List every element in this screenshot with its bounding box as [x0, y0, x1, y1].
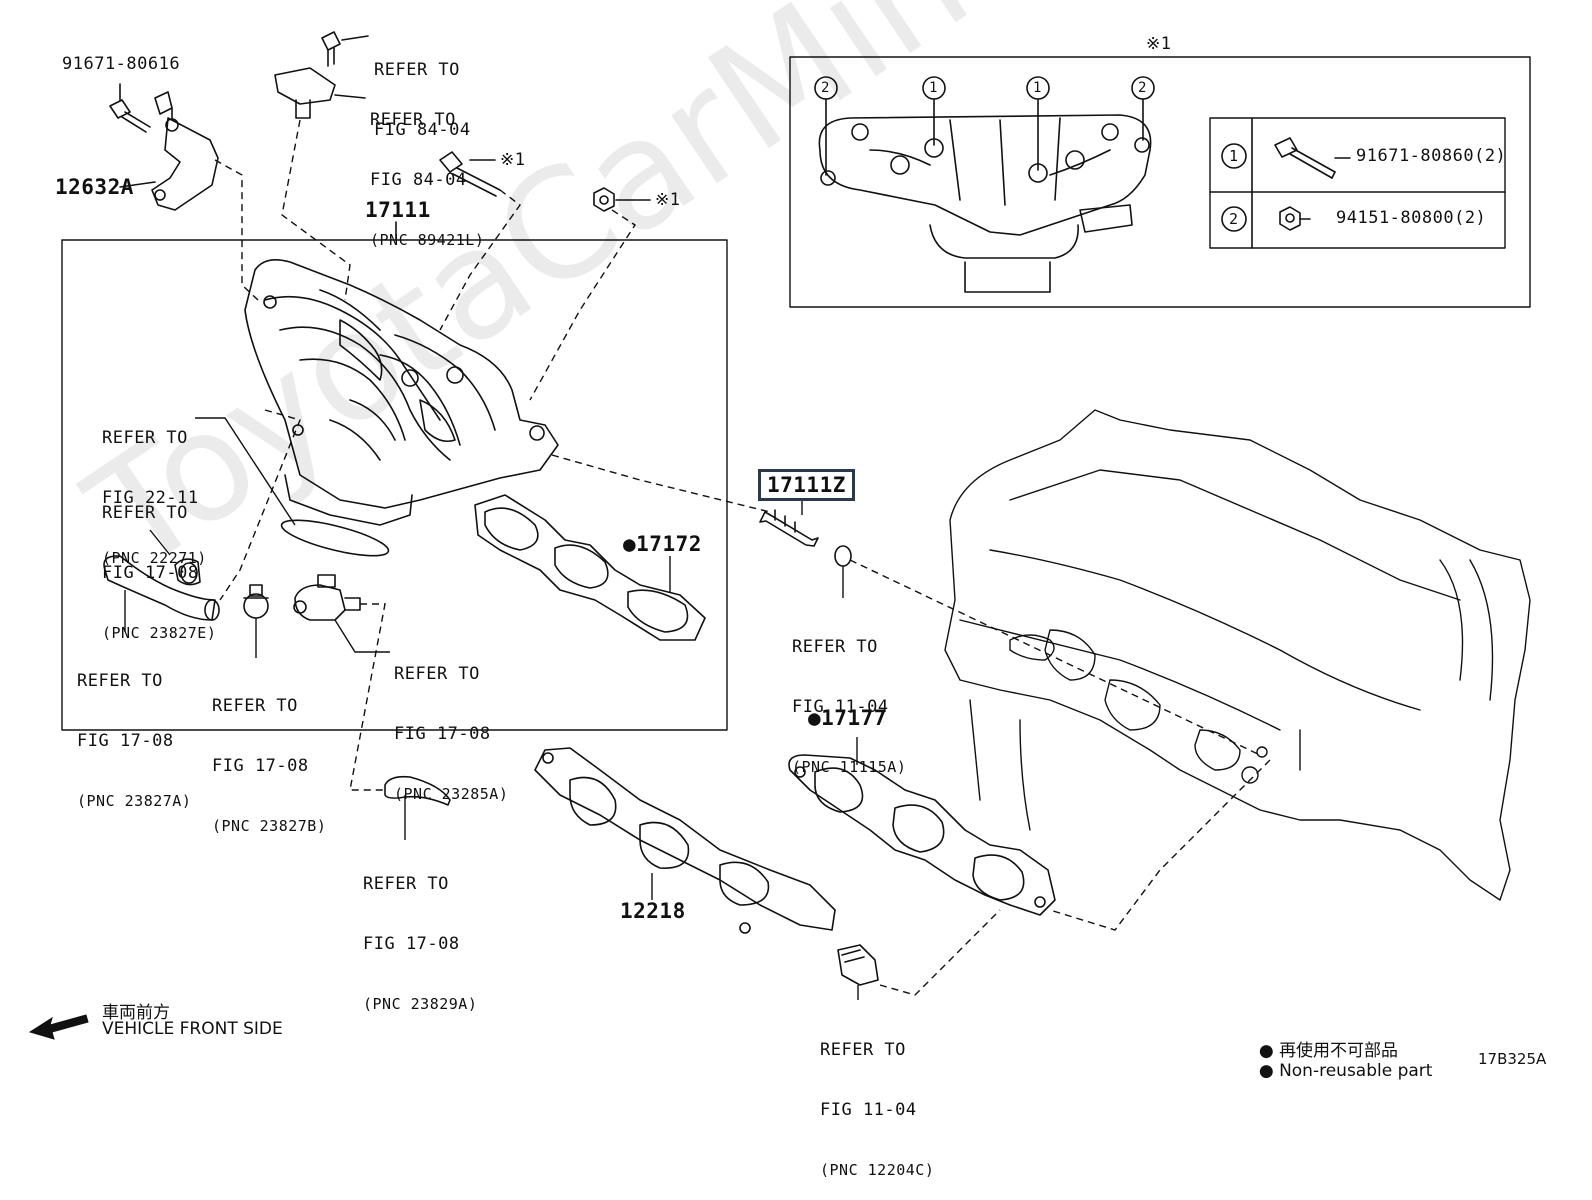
nut-ref1-drawing	[593, 187, 651, 212]
refer-to-fig-17-08-valve[interactable]: REFER TO FIG 17-08 (PNC 23285A)	[394, 664, 509, 803]
engine-block-drawing	[944, 409, 1531, 901]
diagram-code: 17B325A	[1478, 1050, 1547, 1068]
inset-callout-circles	[814, 76, 1247, 232]
inset-callout-4: 2	[1138, 80, 1147, 96]
intake-manifold-17111-drawing	[244, 259, 559, 526]
inset-callout-1: 2	[821, 80, 830, 96]
bolt-ref1-drawing	[439, 151, 501, 197]
inset-manifold-drawing	[818, 114, 1152, 293]
screw-drawing	[321, 31, 369, 67]
legend-bullet-icon: ●	[1258, 1041, 1274, 1061]
parts-diagram	[28, 31, 1531, 1040]
stud-17111Z-drawing	[759, 509, 819, 547]
part-12632A[interactable]: 12632A	[55, 175, 134, 199]
refer-to-fig-11-04-stud[interactable]: REFER TO FIG 11-04 (PNC 12204C)	[820, 1040, 935, 1179]
part-17172[interactable]: ●17172	[623, 532, 702, 556]
part-17177-label: 17177	[821, 706, 887, 730]
refer-to-fig-17-08-e[interactable]: REFER TO FIG 17-08 (PNC 23827E)	[102, 503, 217, 642]
part-17111[interactable]: 17111	[365, 198, 431, 222]
hose-23829A-drawing	[384, 775, 451, 806]
refer-to-fig-84-04-a[interactable]: REFER TO FIG 84-04	[374, 60, 471, 140]
inset-nut-icon	[1279, 206, 1311, 231]
nonreusable-bullet-icon: ●	[623, 532, 637, 556]
stud-12204C-drawing	[837, 944, 879, 986]
ref-mark-1a: ※1	[500, 150, 526, 170]
insulator-12218-drawing	[534, 747, 836, 934]
bolt-91671-80616-drawing	[109, 83, 151, 133]
inset-table-num-2: 2	[1229, 210, 1239, 228]
direction-label-en: VEHICLE FRONT SIDE	[102, 1019, 283, 1039]
legend-nonreusable-en: ● Non-reusable part	[1258, 1061, 1433, 1081]
part-91671-80616[interactable]: 91671-80616	[62, 54, 181, 74]
nonreusable-bullet-icon: ●	[808, 706, 822, 730]
refer-to-fig-84-04-b[interactable]: REFER TO FIG 84-04 (PNC 89421L)	[370, 110, 485, 249]
legend-nonreusable-jp: ● 再使用不可部品	[1258, 1041, 1399, 1061]
clip-23827B-drawing	[243, 584, 269, 619]
refer-to-fig-17-08-hose[interactable]: REFER TO FIG 17-08 (PNC 23829A)	[363, 874, 478, 1013]
bracket-12632A-drawing	[119, 91, 219, 211]
inset-table-part-1[interactable]: 91671-80860(2)	[1356, 146, 1507, 166]
part-17172-label: 17172	[636, 532, 702, 556]
clip-23827E-drawing	[174, 558, 201, 586]
inset-callout-3: 1	[1033, 80, 1042, 96]
gasket-22271-drawing	[280, 519, 390, 557]
inset-table	[1209, 117, 1506, 249]
refer-to-fig-17-08-a[interactable]: REFER TO FIG 17-08 (PNC 23827A)	[77, 671, 192, 810]
inset-callout-2: 1	[929, 80, 938, 96]
inset-table-part-2[interactable]: 94151-80800(2)	[1336, 208, 1487, 228]
gasket-17172-drawing	[474, 494, 706, 641]
refer-to-fig-17-08-b[interactable]: REFER TO FIG 17-08 (PNC 23827B)	[212, 696, 327, 835]
assembly-group-box	[61, 239, 728, 731]
inset-title: ※1	[1146, 34, 1172, 54]
part-12218[interactable]: 12218	[620, 899, 686, 923]
front-direction-arrow-icon	[28, 1014, 89, 1040]
valve-23285A-drawing	[293, 574, 361, 621]
part-17111Z-highlighted[interactable]: 17111Z	[758, 469, 855, 501]
inset-table-num-1: 1	[1229, 147, 1239, 165]
legend-bullet-icon: ●	[1258, 1061, 1274, 1081]
part-17177[interactable]: ●17177	[808, 706, 887, 730]
direction-label-jp: 車両前方	[102, 1003, 170, 1023]
inset-bolt-icon	[1274, 137, 1351, 179]
hose-23827A-drawing	[103, 555, 220, 621]
gasket-17177-drawing	[788, 754, 1056, 916]
ref-mark-1b: ※1	[655, 190, 681, 210]
inset-box	[789, 56, 1531, 308]
refer-to-fig-11-04-ring[interactable]: REFER TO FIG 11-04 (PNC 11115A)	[792, 637, 907, 776]
sensor-89421L-drawing	[274, 67, 366, 119]
ring-11115A-drawing	[834, 545, 852, 567]
refer-to-fig-22-11[interactable]: REFER TO FIG 22-11 (PNC 22271)	[102, 428, 207, 567]
